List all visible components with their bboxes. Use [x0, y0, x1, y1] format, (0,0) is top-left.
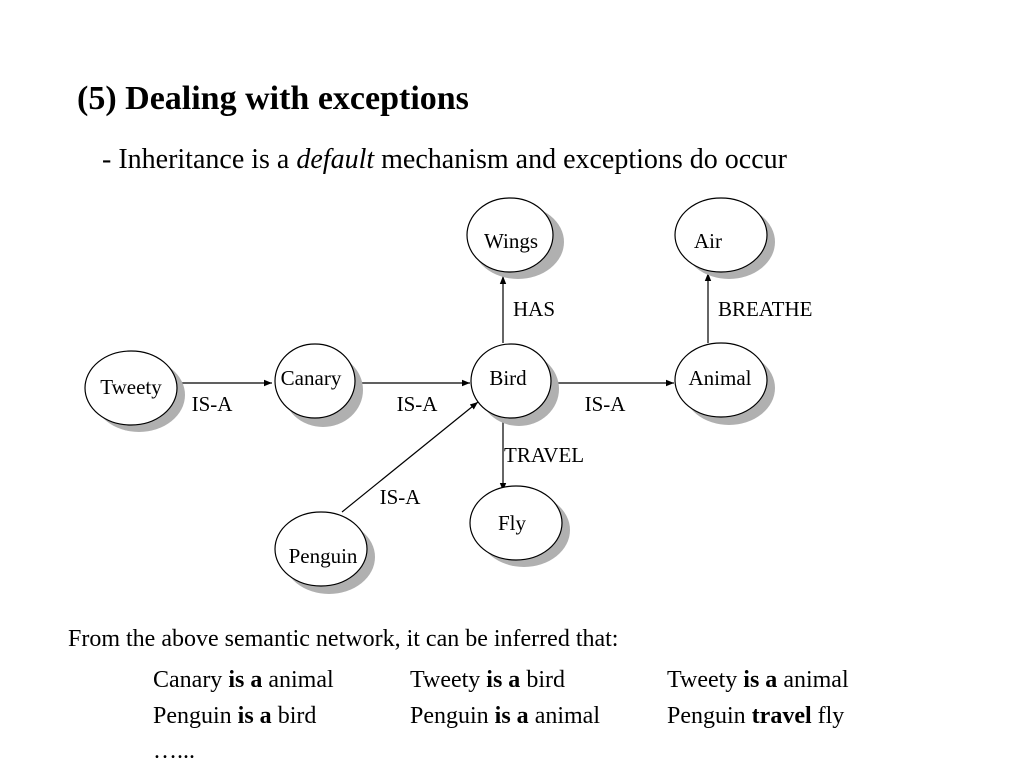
edge-penguin-bird [341, 401, 479, 513]
slide-title: (5) Dealing with exceptions [77, 80, 469, 117]
edge-label-bird-animal: IS-A [585, 392, 627, 416]
node-label-fly: Fly [498, 511, 527, 535]
inference-object: bird [526, 667, 565, 693]
inference-object: animal [268, 667, 334, 693]
inference-intro: From the above semantic network, it can … [68, 626, 619, 652]
inference-item: Tweety is a animal [667, 667, 849, 694]
inference-ellipsis: …... [153, 738, 195, 764]
inference-relation: is a [237, 703, 272, 729]
edge-label-tweety-canary: IS-A [192, 392, 234, 416]
node-label-canary: Canary [281, 366, 342, 390]
node-canary: Canary [274, 343, 363, 427]
node-label-bird: Bird [489, 366, 527, 390]
inference-item: Tweety is a bird [410, 667, 565, 694]
node-label-penguin: Penguin [289, 544, 358, 568]
inference-subject: Penguin [153, 703, 232, 729]
node-fly: Fly [469, 485, 570, 567]
subtitle-suffix: mechanism and exceptions do occur [374, 144, 787, 175]
inference-relation: is a [494, 703, 529, 729]
node-label-tweety: Tweety [100, 375, 162, 399]
edges [177, 273, 712, 513]
slide-subtitle: - Inheritance is a default mechanism and… [102, 144, 787, 176]
inference-object: animal [783, 667, 849, 693]
inference-item: Canary is a animal [153, 667, 334, 694]
inference-subject: Penguin [667, 703, 746, 729]
node-penguin: Penguin [274, 511, 375, 594]
inference-subject: Tweety [410, 667, 481, 693]
node-label-air: Air [694, 229, 722, 253]
inference-item: Penguin travel fly [667, 703, 844, 730]
edge-label-bird-fly: TRAVEL [504, 443, 584, 467]
subtitle-prefix: - Inheritance is a [102, 144, 297, 175]
inference-relation: is a [228, 667, 263, 693]
edge-label-bird-wings: HAS [513, 297, 555, 321]
node-air: Air [674, 197, 775, 279]
edge-label-animal-air: BREATHE [718, 297, 813, 321]
node-bird: Bird [470, 343, 559, 426]
edge-label-penguin-bird: IS-A [380, 485, 422, 509]
inference-relation: is a [743, 667, 778, 693]
inference-item: Penguin is a animal [410, 703, 600, 730]
inference-item: Penguin is a bird [153, 703, 316, 730]
inference-object: animal [534, 703, 600, 729]
edge-label-canary-bird: IS-A [397, 392, 439, 416]
subtitle-emphasis: default [296, 144, 375, 175]
inference-object: fly [817, 703, 845, 729]
semantic-network-diagram: Wings Air Tweety Canary Bird Animal Fly … [84, 197, 813, 594]
inference-object: bird [277, 703, 317, 729]
inference-subject: Penguin [410, 703, 489, 729]
node-animal: Animal [674, 342, 775, 425]
edge-labels: IS-A IS-A IS-A IS-A HAS BREATHE TRAVEL [192, 297, 813, 509]
node-label-animal: Animal [689, 366, 752, 390]
node-wings: Wings [466, 197, 564, 279]
inference-subject: Canary [153, 667, 223, 693]
inference-relation: is a [486, 667, 521, 693]
node-label-wings: Wings [484, 229, 538, 253]
node-tweety: Tweety [84, 350, 185, 432]
inference-subject: Tweety [667, 667, 738, 693]
inference-relation: travel [751, 703, 812, 729]
